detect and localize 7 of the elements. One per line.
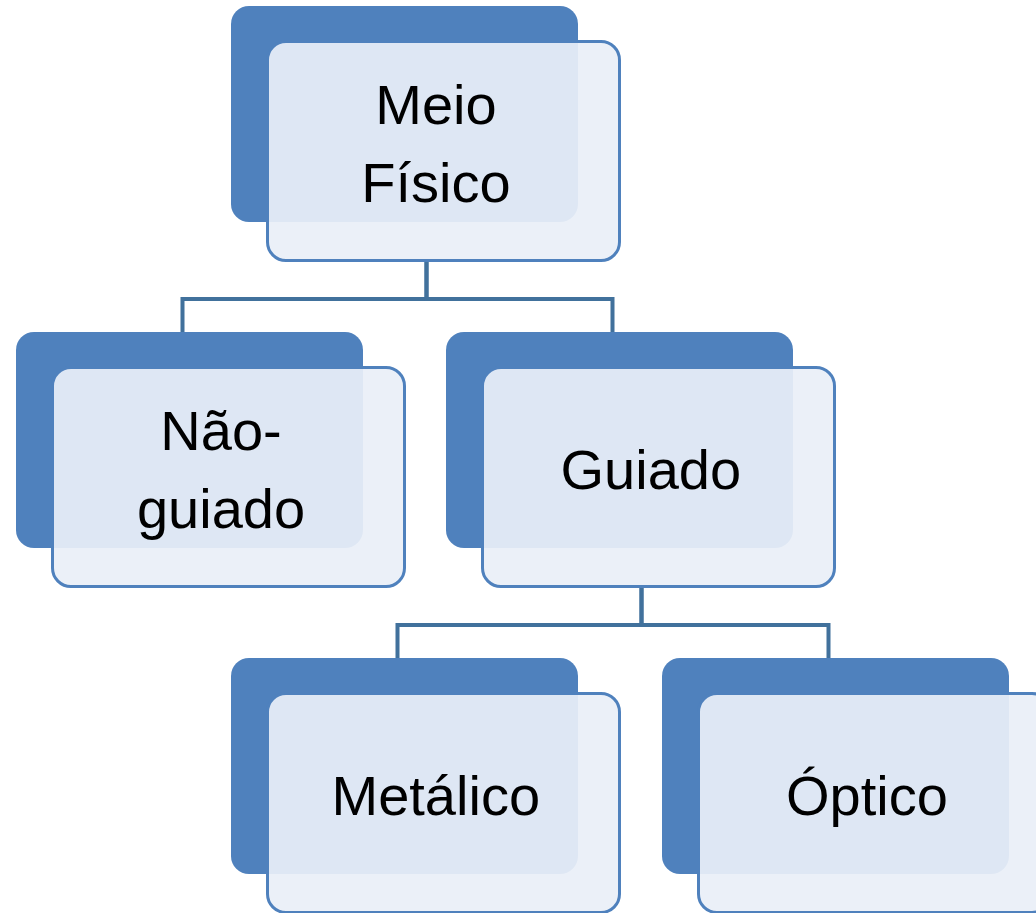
connector-line (639, 588, 831, 658)
connector-line (424, 262, 615, 332)
node-label: Guiado (560, 437, 742, 503)
node-label: Metálico (331, 763, 541, 829)
node-label: Não-guiado (135, 398, 307, 542)
node-label: Meio Físico (360, 72, 512, 216)
node-label: Óptico (786, 763, 948, 829)
